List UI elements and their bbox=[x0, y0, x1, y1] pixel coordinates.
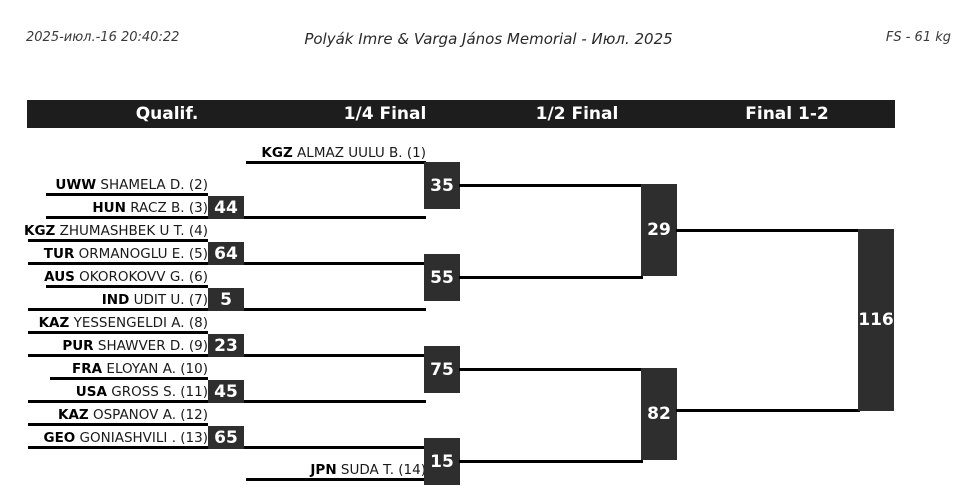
connector-qualif-1 bbox=[244, 216, 426, 219]
round-header-semi: 1/2 Final bbox=[535, 104, 619, 124]
entry-1-label: KGZ ALMAZ UULU B. (1) bbox=[261, 145, 426, 161]
entry-8[interactable]: KAZ YESSENGELDI A. (8) bbox=[28, 311, 208, 333]
entry-12[interactable]: KAZ OSPANOV A. (12) bbox=[28, 403, 208, 425]
connector-quarter-1 bbox=[459, 184, 643, 187]
entry-5[interactable]: TUR ORMANOGLU E. (5) bbox=[28, 242, 208, 264]
semi-score-1[interactable]: 29 bbox=[641, 184, 677, 276]
entry-6-label: AUS OKOROKOVV G. (6) bbox=[44, 269, 208, 285]
entry-11[interactable]: USA GROSS S. (11) bbox=[28, 380, 208, 402]
entry-3-underline bbox=[46, 216, 208, 219]
connector-quarter-3 bbox=[459, 368, 643, 371]
entry-7-underline bbox=[28, 308, 208, 311]
entry-14-underline bbox=[246, 478, 426, 481]
connector-qualif-3 bbox=[244, 308, 426, 311]
qualif-score-2[interactable]: 64 bbox=[208, 242, 244, 265]
connector-quarter-4 bbox=[459, 460, 643, 463]
entry-7-label: IND UDIT U. (7) bbox=[101, 292, 208, 308]
connector-qualif-4 bbox=[244, 354, 426, 357]
entry-12-label: KAZ OSPANOV A. (12) bbox=[57, 407, 208, 423]
quarter-score-2[interactable]: 55 bbox=[424, 254, 460, 301]
entry-10-underline bbox=[50, 377, 208, 380]
entry-1-underline bbox=[246, 161, 426, 164]
entry-5-underline bbox=[28, 262, 208, 265]
entry-5-label: TUR ORMANOGLU E. (5) bbox=[43, 246, 208, 262]
entry-2[interactable]: UWW SHAMELA D. (2) bbox=[28, 173, 208, 195]
qualif-score-5[interactable]: 45 bbox=[208, 380, 244, 403]
qualif-score-3[interactable]: 5 bbox=[208, 288, 244, 311]
round-header-bar: Qualif. 1/4 Final 1/2 Final Final 1-2 bbox=[27, 100, 895, 128]
round-header-qualif: Qualif. bbox=[135, 104, 199, 124]
connector-qualif-6 bbox=[244, 446, 426, 449]
qualif-score-6[interactable]: 65 bbox=[208, 426, 244, 449]
entry-14-label: JPN SUDA T. (14) bbox=[310, 462, 426, 478]
entry-10-label: FRA ELOYAN A. (10) bbox=[72, 361, 208, 377]
entry-4-underline bbox=[28, 239, 208, 242]
entry-9[interactable]: PUR SHAWVER D. (9) bbox=[28, 334, 208, 356]
connector-semi-1 bbox=[676, 229, 860, 232]
entry-4[interactable]: KGZ ZHUMASHBEK U T. (4) bbox=[24, 219, 208, 241]
entry-9-label: PUR SHAWVER D. (9) bbox=[62, 338, 208, 354]
qualif-score-4[interactable]: 23 bbox=[208, 334, 244, 357]
connector-qualif-2 bbox=[244, 262, 426, 265]
entry-13-underline bbox=[28, 446, 208, 449]
quarter-score-1[interactable]: 35 bbox=[424, 162, 460, 209]
entry-13[interactable]: GEO GONIASHVILI . (13) bbox=[28, 426, 208, 448]
entry-11-underline bbox=[28, 400, 208, 403]
final-score[interactable]: 116 bbox=[858, 229, 894, 411]
entry-2-label: UWW SHAMELA D. (2) bbox=[55, 177, 208, 193]
entry-9-underline bbox=[28, 354, 208, 357]
round-header-quarter: 1/4 Final bbox=[343, 104, 427, 124]
round-header-final: Final 1-2 bbox=[745, 104, 829, 124]
entry-1[interactable]: KGZ ALMAZ UULU B. (1) bbox=[246, 141, 426, 163]
entry-6-underline bbox=[46, 285, 208, 288]
timestamp-label: 2025-июл.-16 20:40:22 bbox=[26, 30, 180, 45]
entry-14[interactable]: JPN SUDA T. (14) bbox=[246, 458, 426, 480]
connector-qualif-5 bbox=[244, 400, 426, 403]
entry-8-underline bbox=[28, 331, 208, 334]
entry-10[interactable]: FRA ELOYAN A. (10) bbox=[28, 357, 208, 379]
semi-score-2[interactable]: 82 bbox=[641, 368, 677, 460]
entry-13-label: GEO GONIASHVILI . (13) bbox=[43, 430, 208, 446]
entry-11-label: USA GROSS S. (11) bbox=[75, 384, 208, 400]
entry-2-underline bbox=[46, 193, 208, 196]
entry-4-label: KGZ ZHUMASHBEK U T. (4) bbox=[24, 223, 208, 239]
entry-3[interactable]: HUN RACZ B. (3) bbox=[28, 196, 208, 218]
entry-7[interactable]: IND UDIT U. (7) bbox=[28, 288, 208, 310]
entry-8-label: KAZ YESSENGELDI A. (8) bbox=[38, 315, 208, 331]
entry-3-label: HUN RACZ B. (3) bbox=[92, 200, 208, 216]
connector-semi-2 bbox=[676, 409, 860, 412]
connector-quarter-2 bbox=[459, 276, 643, 279]
quarter-score-3[interactable]: 75 bbox=[424, 346, 460, 393]
entry-12-underline bbox=[28, 423, 208, 426]
entry-6[interactable]: AUS OKOROKOVV G. (6) bbox=[28, 265, 208, 287]
weight-class-label: FS - 61 kg bbox=[885, 30, 951, 45]
tournament-title: Polyák Imre & Varga János Memorial - Июл… bbox=[304, 30, 673, 48]
qualif-score-1[interactable]: 44 bbox=[208, 196, 244, 219]
quarter-score-4[interactable]: 15 bbox=[424, 438, 460, 485]
